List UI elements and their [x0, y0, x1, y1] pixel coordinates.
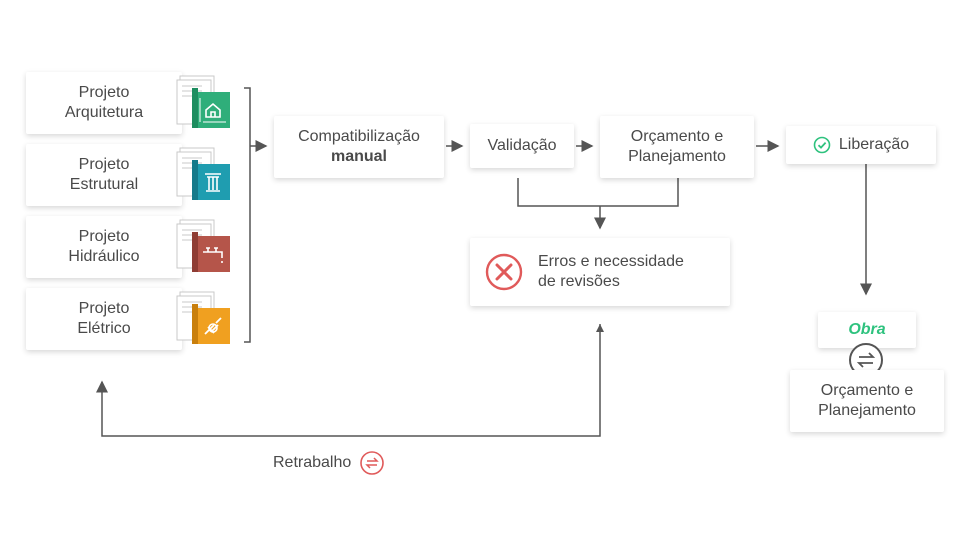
project-eletrico: Projeto Elétrico [26, 288, 182, 350]
projects-bracket [244, 87, 251, 343]
house-blueprint-icon [176, 75, 230, 128]
obra-box: Obra [818, 312, 916, 348]
retrabalho-label: Retrabalho [273, 450, 385, 476]
validacao-box: Validação [470, 124, 574, 168]
retrabalho-loop [96, 324, 601, 437]
compat-box: Compatibilização manual [274, 116, 444, 178]
arrow-to-erros [517, 178, 679, 228]
project-estrutural: Projeto Estrutural [26, 144, 182, 206]
check-circle-icon [813, 136, 831, 154]
faucet-icon [176, 219, 230, 272]
column-icon [176, 147, 230, 200]
project-hidraulico: Projeto Hidráulico [26, 216, 182, 278]
project-arquitetura: Projeto Arquitetura [26, 72, 182, 134]
orcamento-box: Orçamento e Planejamento [600, 116, 754, 178]
liberacao-box: Liberação [786, 126, 936, 164]
orcamento-final-box: Orçamento e Planejamento [790, 370, 944, 432]
error-x-icon [485, 253, 523, 291]
erros-box: Erros e necessidade de revisões [470, 238, 730, 306]
rework-cycle-icon [360, 451, 385, 475]
liberacao-label: Liberação [838, 136, 910, 153]
plug-icon [176, 291, 230, 344]
